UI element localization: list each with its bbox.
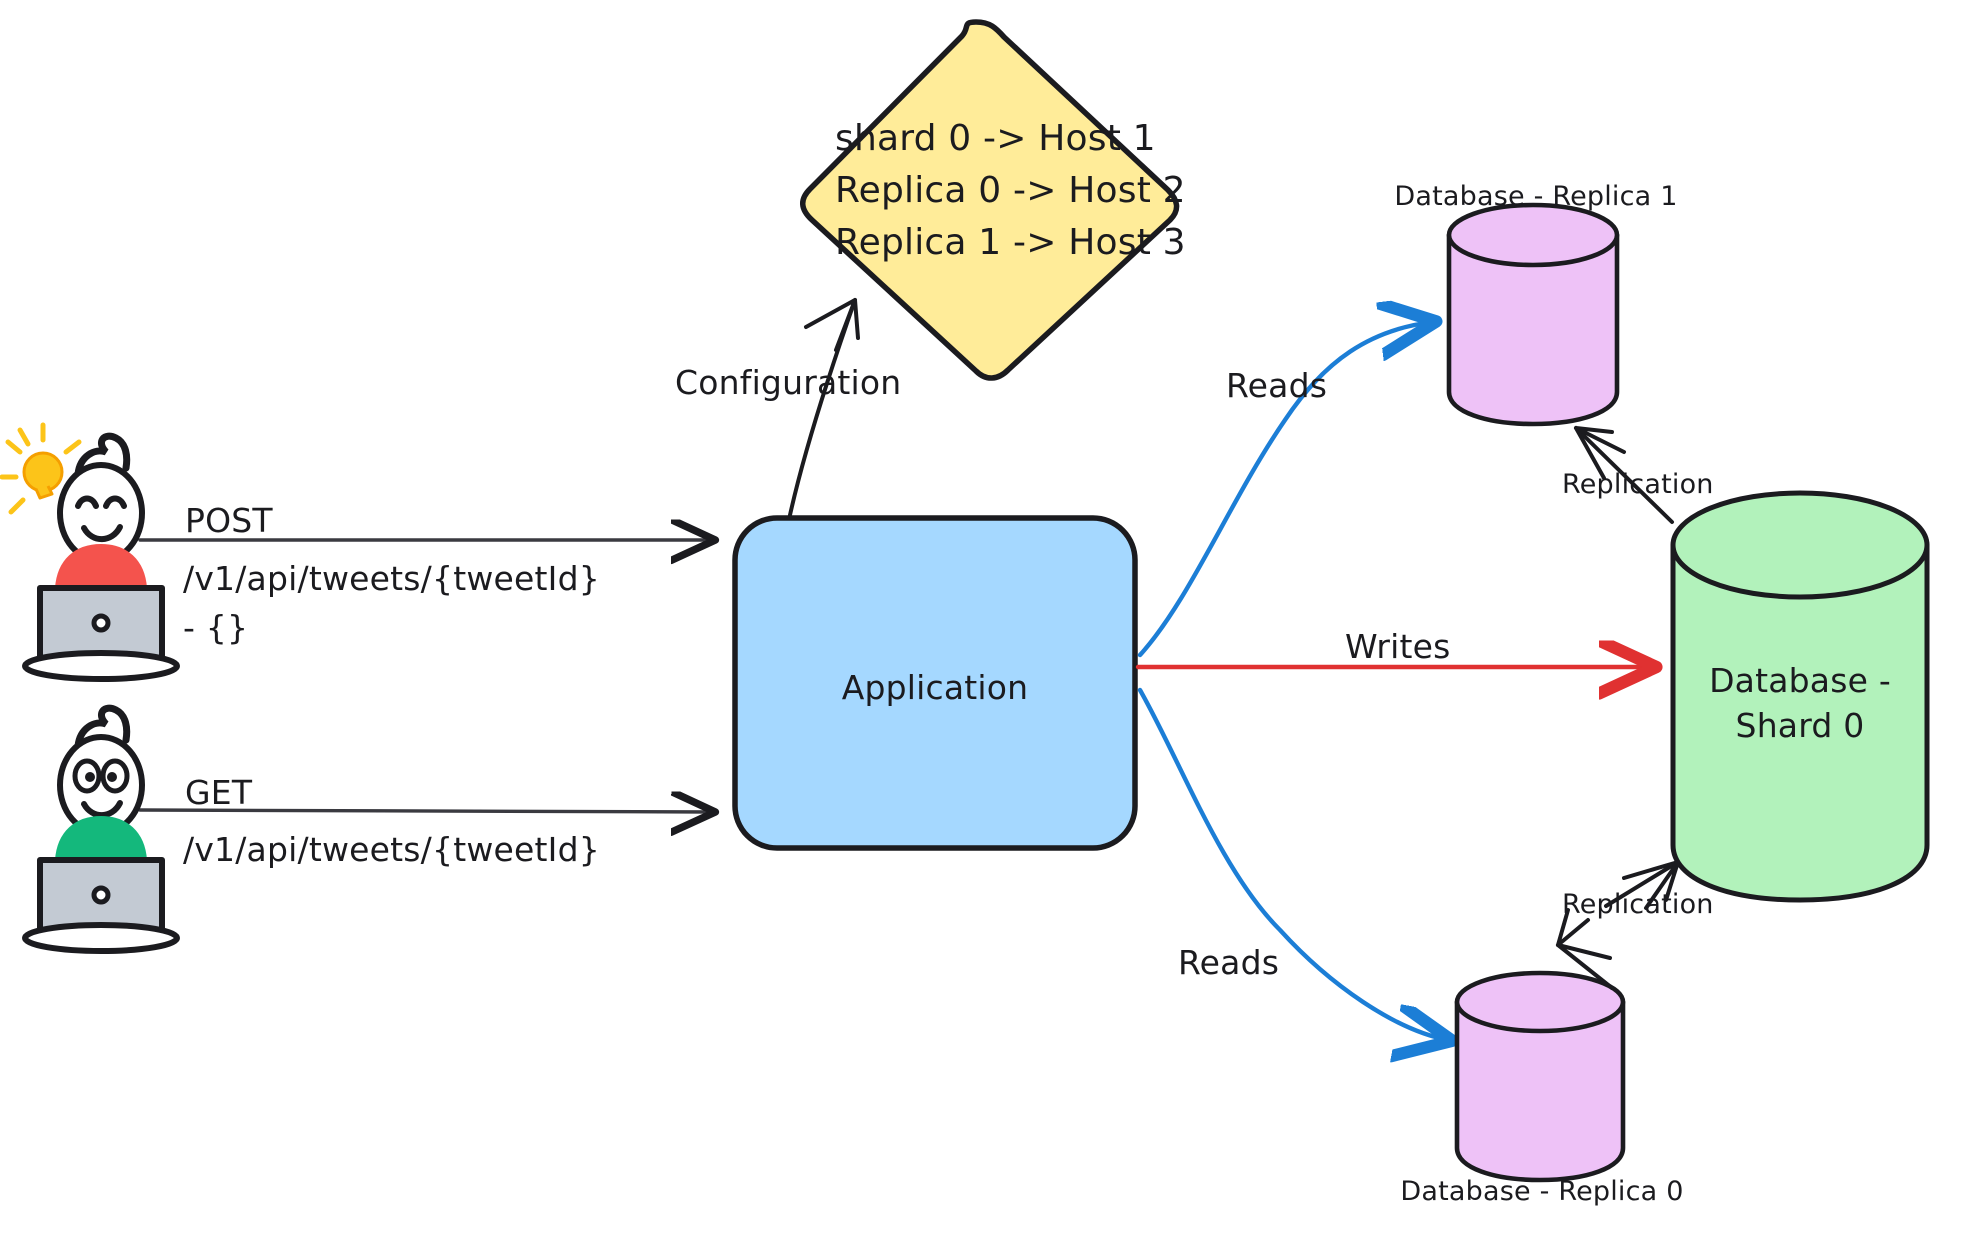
post-path-label: /v1/api/tweets/{tweetId} bbox=[183, 559, 600, 598]
reads-top-arrow bbox=[1137, 322, 1432, 658]
application-label: Application bbox=[841, 668, 1029, 707]
replication-top-arrow bbox=[1574, 426, 1674, 524]
get-request-arrow bbox=[138, 810, 712, 812]
database-replica-0-label: Database - Replica 0 bbox=[1400, 1176, 1684, 1207]
database-replica-1[interactable] bbox=[1446, 202, 1620, 427]
config-line-2: Replica 0 -> Host 2 bbox=[835, 170, 1186, 211]
config-line-3: Replica 1 -> Host 3 bbox=[835, 222, 1186, 263]
reads-bottom-arrow bbox=[1137, 687, 1448, 1040]
user-get-actor[interactable] bbox=[22, 704, 180, 954]
post-body-label: - {} bbox=[183, 608, 249, 647]
database-replica-1-label: Database - Replica 1 bbox=[1394, 181, 1678, 212]
replication-top-label: Replication bbox=[1562, 469, 1714, 500]
replication-bottom-arrow bbox=[1556, 860, 1680, 990]
lightbulb-icon bbox=[0, 422, 82, 515]
database-shard-0[interactable] bbox=[1670, 490, 1930, 903]
application-box[interactable] bbox=[732, 515, 1138, 851]
reads-top-label: Reads bbox=[1226, 366, 1328, 405]
get-path-label: /v1/api/tweets/{tweetId} bbox=[183, 830, 600, 869]
database-shard-0-label-line1: Database - bbox=[1709, 661, 1891, 700]
user-post-actor[interactable] bbox=[0, 422, 180, 682]
database-replica-0[interactable] bbox=[1454, 970, 1626, 1183]
get-method-label: GET bbox=[185, 773, 253, 812]
database-shard-0-label-line2: Shard 0 bbox=[1735, 706, 1865, 745]
replication-bottom-label: Replication bbox=[1562, 889, 1714, 920]
config-line-1: shard 0 -> Host 1 bbox=[835, 118, 1156, 159]
post-method-label: POST bbox=[185, 501, 273, 540]
configuration-edge bbox=[788, 298, 860, 517]
reads-bottom-label: Reads bbox=[1178, 943, 1280, 982]
configuration-diamond[interactable] bbox=[800, 19, 1180, 381]
configuration-edge-label: Configuration bbox=[675, 363, 902, 402]
writes-label: Writes bbox=[1345, 627, 1451, 666]
